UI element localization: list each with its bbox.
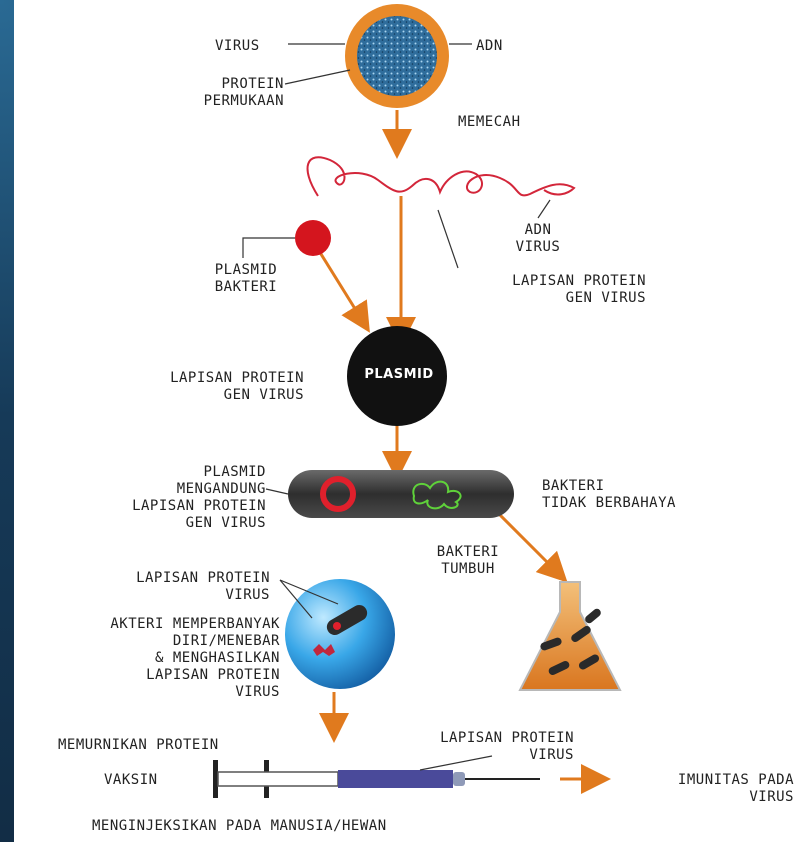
label-imunitas: IMUNITAS PADA VIRUS	[606, 772, 794, 806]
label-memurnikan-protein: MEMURNIKAN PROTEIN	[58, 737, 219, 754]
label-adn: ADN	[476, 38, 503, 55]
label-memecah: MEMECAH	[458, 114, 521, 131]
label-plasmid-mengandung: PLASMID MENGANDUNG LAPISAN PROTEIN GEN V…	[54, 464, 266, 532]
protein-leader-line	[285, 70, 350, 84]
label-virus: VIRUS	[215, 38, 260, 55]
label-protein-permukaan: PROTEIN PERMUKAAN	[170, 76, 284, 110]
label-lapisan-protein-gen-virus-right: LAPISAN PROTEIN GEN VIRUS	[430, 273, 646, 307]
label-lapisan-protein-virus-bottom: LAPISAN PROTEIN VIRUS	[354, 730, 574, 764]
label-bakteri-tidak-berbahaya: BAKTERI TIDAK BERBAHAYA	[542, 478, 676, 512]
label-vaksin: VAKSIN	[104, 772, 158, 789]
label-menginjeksikan: MENGINJEKSIKAN PADA MANUSIA/HEWAN	[92, 818, 387, 835]
virus-particle	[345, 4, 449, 108]
multiplying-bacteria-sphere	[285, 579, 395, 689]
label-bakteri-memperbanyak: AKTERI MEMPERBANYAK DIRI/MENEBAR & MENGH…	[10, 616, 280, 701]
plasmid-bakteri-circle	[295, 220, 331, 256]
label-lapisan-protein-virus-top: LAPISAN PROTEIN VIRUS	[56, 570, 270, 604]
vaccine-syringe	[213, 760, 540, 798]
label-bakteri-tumbuh: BAKTERI TUMBUH	[420, 544, 516, 578]
viral-adn-strand	[308, 157, 574, 196]
plasmid-mengandung-leader	[266, 489, 288, 494]
harmless-bacterium	[288, 470, 514, 518]
label-plasmid-bakteri: PLASMID BAKTERI	[196, 262, 296, 296]
label-adn-virus: ADN VIRUS	[508, 222, 568, 256]
label-lapisan-protein-gen-virus-left: LAPISAN PROTEIN GEN VIRUS	[82, 370, 304, 404]
plasmid-bakteri-leader	[243, 238, 295, 258]
arrow-plasmid-bakteri	[316, 246, 362, 320]
adn-virus-leader	[538, 200, 550, 218]
gen-virus-leader	[438, 210, 458, 268]
culture-flask	[520, 582, 620, 690]
label-plasmid: PLASMID	[343, 367, 455, 382]
